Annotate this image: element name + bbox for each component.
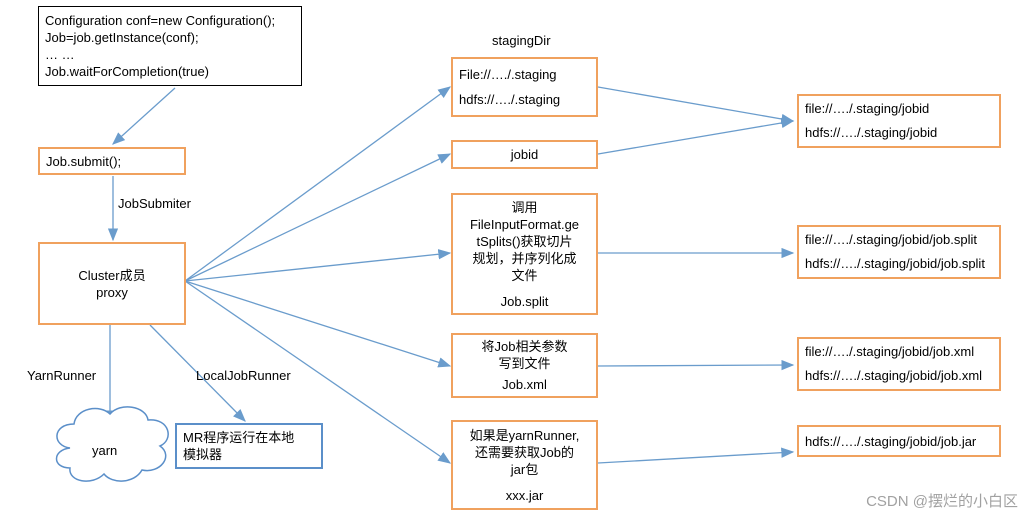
arrow-cluster-to-split bbox=[184, 249, 452, 282]
yarn-cloud-shape bbox=[55, 406, 169, 482]
cluster-proxy-box: Cluster成员 proxy bbox=[38, 242, 186, 325]
jar-line-2: 还需要获取Job的 bbox=[475, 444, 574, 460]
arrow-jar-to-result bbox=[597, 447, 795, 464]
result-split-hdfs: hdfs://…./.staging/jobid/job.split bbox=[805, 256, 985, 271]
job-split-box: 调用 FileInputFormat.ge tSplits()获取切片 规划，并… bbox=[451, 193, 598, 315]
split-line-2: FileInputFormat.ge bbox=[469, 216, 580, 232]
result-split-box: file://…./.staging/jobid/job.split hdfs:… bbox=[797, 225, 1001, 279]
proxy-label: proxy bbox=[96, 284, 128, 300]
jobid-box: jobid bbox=[451, 140, 598, 169]
arrow-cluster-to-xml bbox=[184, 280, 452, 368]
staging-file-path: File://…./.staging bbox=[459, 67, 557, 82]
arrow-cluster-to-jar bbox=[184, 280, 452, 464]
code-line-1: Configuration conf=new Configuration(); bbox=[45, 13, 276, 28]
code-line-3: … … bbox=[45, 47, 75, 62]
result-jar-box: hdfs://…./.staging/jobid/job.jar bbox=[797, 425, 1001, 457]
arrow-xml-to-result bbox=[597, 359, 795, 371]
jar-line-3: jar包 bbox=[510, 461, 539, 477]
arrow-cluster-to-staging bbox=[184, 86, 452, 282]
watermark: CSDN @摆烂的小白区 bbox=[866, 493, 1018, 510]
split-line-1: 调用 bbox=[511, 199, 538, 215]
job-xml-box: 将Job相关参数 写到文件 Job.xml bbox=[451, 333, 598, 398]
result-xml-box: file://…./.staging/jobid/job.xml hdfs://… bbox=[797, 337, 1001, 391]
result-jobid-file: file://…./.staging/jobid bbox=[805, 101, 930, 116]
localjobrunner-label: LocalJobRunner bbox=[196, 368, 291, 383]
split-line-3: tSplits()获取切片 bbox=[476, 233, 573, 249]
arrow-code-to-submit bbox=[112, 87, 176, 145]
code-block: Configuration conf=new Configuration(); … bbox=[38, 6, 302, 86]
result-xml-file: file://…./.staging/jobid/job.xml bbox=[805, 344, 975, 359]
split-line-5: 文件 bbox=[511, 267, 538, 283]
result-jobid-hdfs: hdfs://…./.staging/jobid bbox=[805, 125, 938, 140]
xml-filename: Job.xml bbox=[502, 377, 547, 392]
staging-dir-box: File://…./.staging hdfs://…./.staging bbox=[451, 57, 598, 117]
split-line-4: 规划，并序列化成 bbox=[472, 250, 577, 266]
yarn-cloud-label: yarn bbox=[92, 443, 118, 458]
code-line-2: Job=job.getInstance(conf); bbox=[45, 30, 199, 45]
result-split-file: file://…./.staging/jobid/job.split bbox=[805, 232, 977, 247]
stagingdir-label: stagingDir bbox=[492, 33, 551, 48]
jobsubmiter-label: JobSubmiter bbox=[118, 196, 191, 211]
arrow-staging-to-result bbox=[597, 86, 795, 125]
split-filename: Job.split bbox=[500, 293, 549, 309]
job-submit-box: Job.submit(); bbox=[38, 147, 186, 175]
result-xml-hdfs: hdfs://…./.staging/jobid/job.xml bbox=[805, 368, 983, 383]
code-line-4: Job.waitForCompletion(true) bbox=[45, 64, 210, 79]
result-jar-hdfs: hdfs://…./.staging/jobid/job.jar bbox=[805, 433, 977, 449]
cluster-label: Cluster成员 bbox=[78, 267, 146, 283]
arrow-jobid-to-result bbox=[597, 117, 795, 155]
xml-line-2: 写到文件 bbox=[498, 356, 551, 371]
job-jar-box: 如果是yarnRunner, 还需要获取Job的 jar包 xxx.jar bbox=[451, 420, 598, 510]
jar-filename: xxx.jar bbox=[505, 487, 544, 503]
jobid-label: jobid bbox=[510, 147, 539, 162]
yarnrunner-label: YarnRunner bbox=[27, 368, 97, 383]
result-jobid-box: file://…./.staging/jobid hdfs://…./.stag… bbox=[797, 94, 1001, 148]
staging-hdfs-path: hdfs://…./.staging bbox=[459, 92, 561, 107]
mr-local-line-1: MR程序运行在本地 bbox=[183, 430, 295, 445]
xml-line-1: 将Job相关参数 bbox=[481, 339, 568, 354]
mr-local-line-2: 模拟器 bbox=[183, 447, 223, 462]
arrow-cluster-to-jobid bbox=[184, 153, 452, 282]
arrow-cluster-to-local bbox=[149, 324, 246, 422]
mr-local-simulator-box: MR程序运行在本地 模拟器 bbox=[175, 423, 323, 469]
job-submit-label: Job.submit(); bbox=[46, 153, 122, 169]
jar-line-1: 如果是yarnRunner, bbox=[469, 427, 580, 443]
